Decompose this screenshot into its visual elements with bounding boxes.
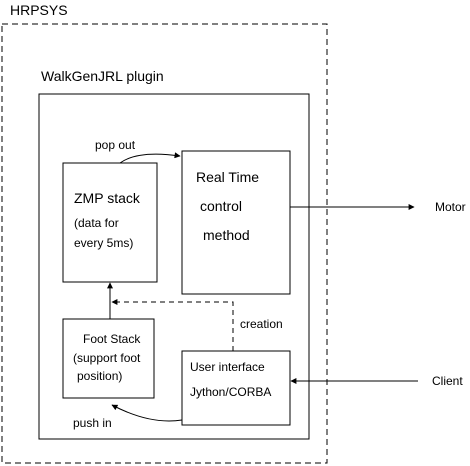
real-time-box: [181, 150, 291, 295]
foot-stack-line-1: (support foot: [73, 351, 141, 365]
motor-label: Motor: [435, 200, 466, 214]
hrpsys-label: HRPSYS: [10, 2, 68, 18]
user-interface-title: User interface: [190, 360, 265, 374]
foot-stack-line-2: position): [77, 369, 122, 383]
zmp-stack-box: [62, 162, 158, 283]
pop-out-label: pop out: [95, 138, 136, 152]
client-label: Client: [432, 374, 463, 388]
foot-stack-box: [62, 318, 155, 399]
user-interface-subtitle: Jython/CORBA: [190, 385, 271, 399]
real-time-line-2: control: [200, 198, 242, 214]
push-in-arrow: [111, 404, 183, 422]
push-in-label: push in: [73, 416, 112, 430]
creation-arrow: [111, 299, 234, 351]
foot-stack-title: Foot Stack: [83, 332, 141, 346]
hrpsys-box: [1, 23, 328, 464]
plugin-box: [38, 93, 310, 440]
creation-label: creation: [240, 317, 283, 331]
zmp-stack-line-1: (data for: [74, 216, 119, 230]
zmp-stack-line-2: every 5ms): [74, 236, 133, 250]
user-interface-box: [181, 350, 291, 426]
real-time-line-1: Real Time: [196, 169, 259, 185]
plugin-label: WalkGenJRL plugin: [41, 68, 164, 84]
zmp-stack-title: ZMP stack: [74, 190, 141, 206]
real-time-line-3: method: [203, 227, 250, 243]
pop-out-arrow: [119, 152, 181, 164]
